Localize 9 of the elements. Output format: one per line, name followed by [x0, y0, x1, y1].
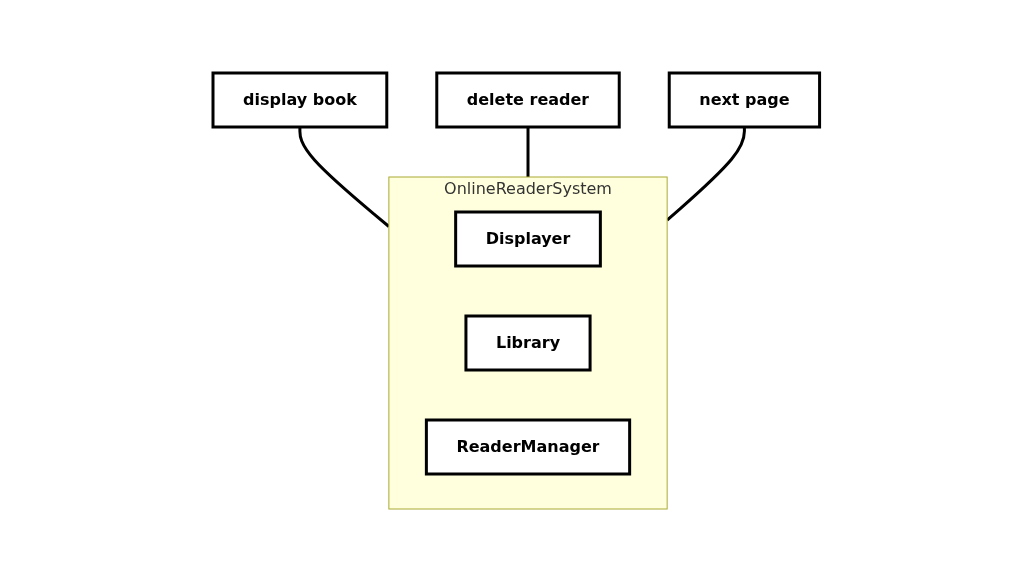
node-box: next page — [667, 71, 821, 128]
connector — [298, 126, 390, 228]
connector — [665, 126, 746, 221]
node-box: Displayer — [453, 210, 602, 267]
connector — [526, 126, 530, 177]
node-box: delete reader — [435, 71, 621, 128]
node-box: display book — [211, 71, 388, 128]
node-box: ReaderManager — [424, 418, 631, 475]
node-box: Library — [464, 314, 592, 371]
